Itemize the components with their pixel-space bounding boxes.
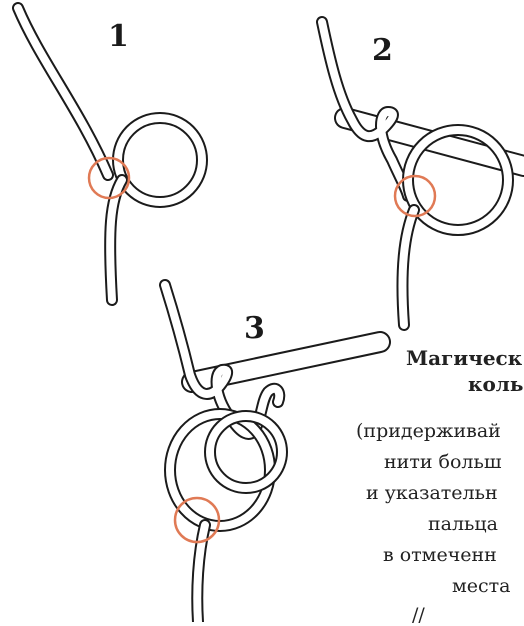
step-1-number: 1 [108,22,129,52]
step-2-number: 2 [372,36,393,66]
caption-line-5: в отмеченн [383,544,497,566]
step-2-yarn-tail [402,210,414,325]
caption-line-3: и указательн [366,482,498,504]
caption-line-1: (придерживай [356,420,501,442]
caption-line-7: // [412,604,425,626]
step-1-yarn-strand [18,8,108,175]
step-3-yarn-strand [165,285,232,420]
step-3-yarn-tail [197,525,205,622]
caption-line-6: места [452,575,511,597]
caption-title-line-2: коль [468,372,523,396]
caption-title-line-1: Магическ [406,346,522,370]
step-1-yarn-loop [118,118,202,202]
caption-line-4: пальца [428,513,498,535]
step-3-number: 3 [244,314,265,344]
caption-line-2: нити больш [384,451,502,473]
step-2-yarn-strand [322,22,408,196]
